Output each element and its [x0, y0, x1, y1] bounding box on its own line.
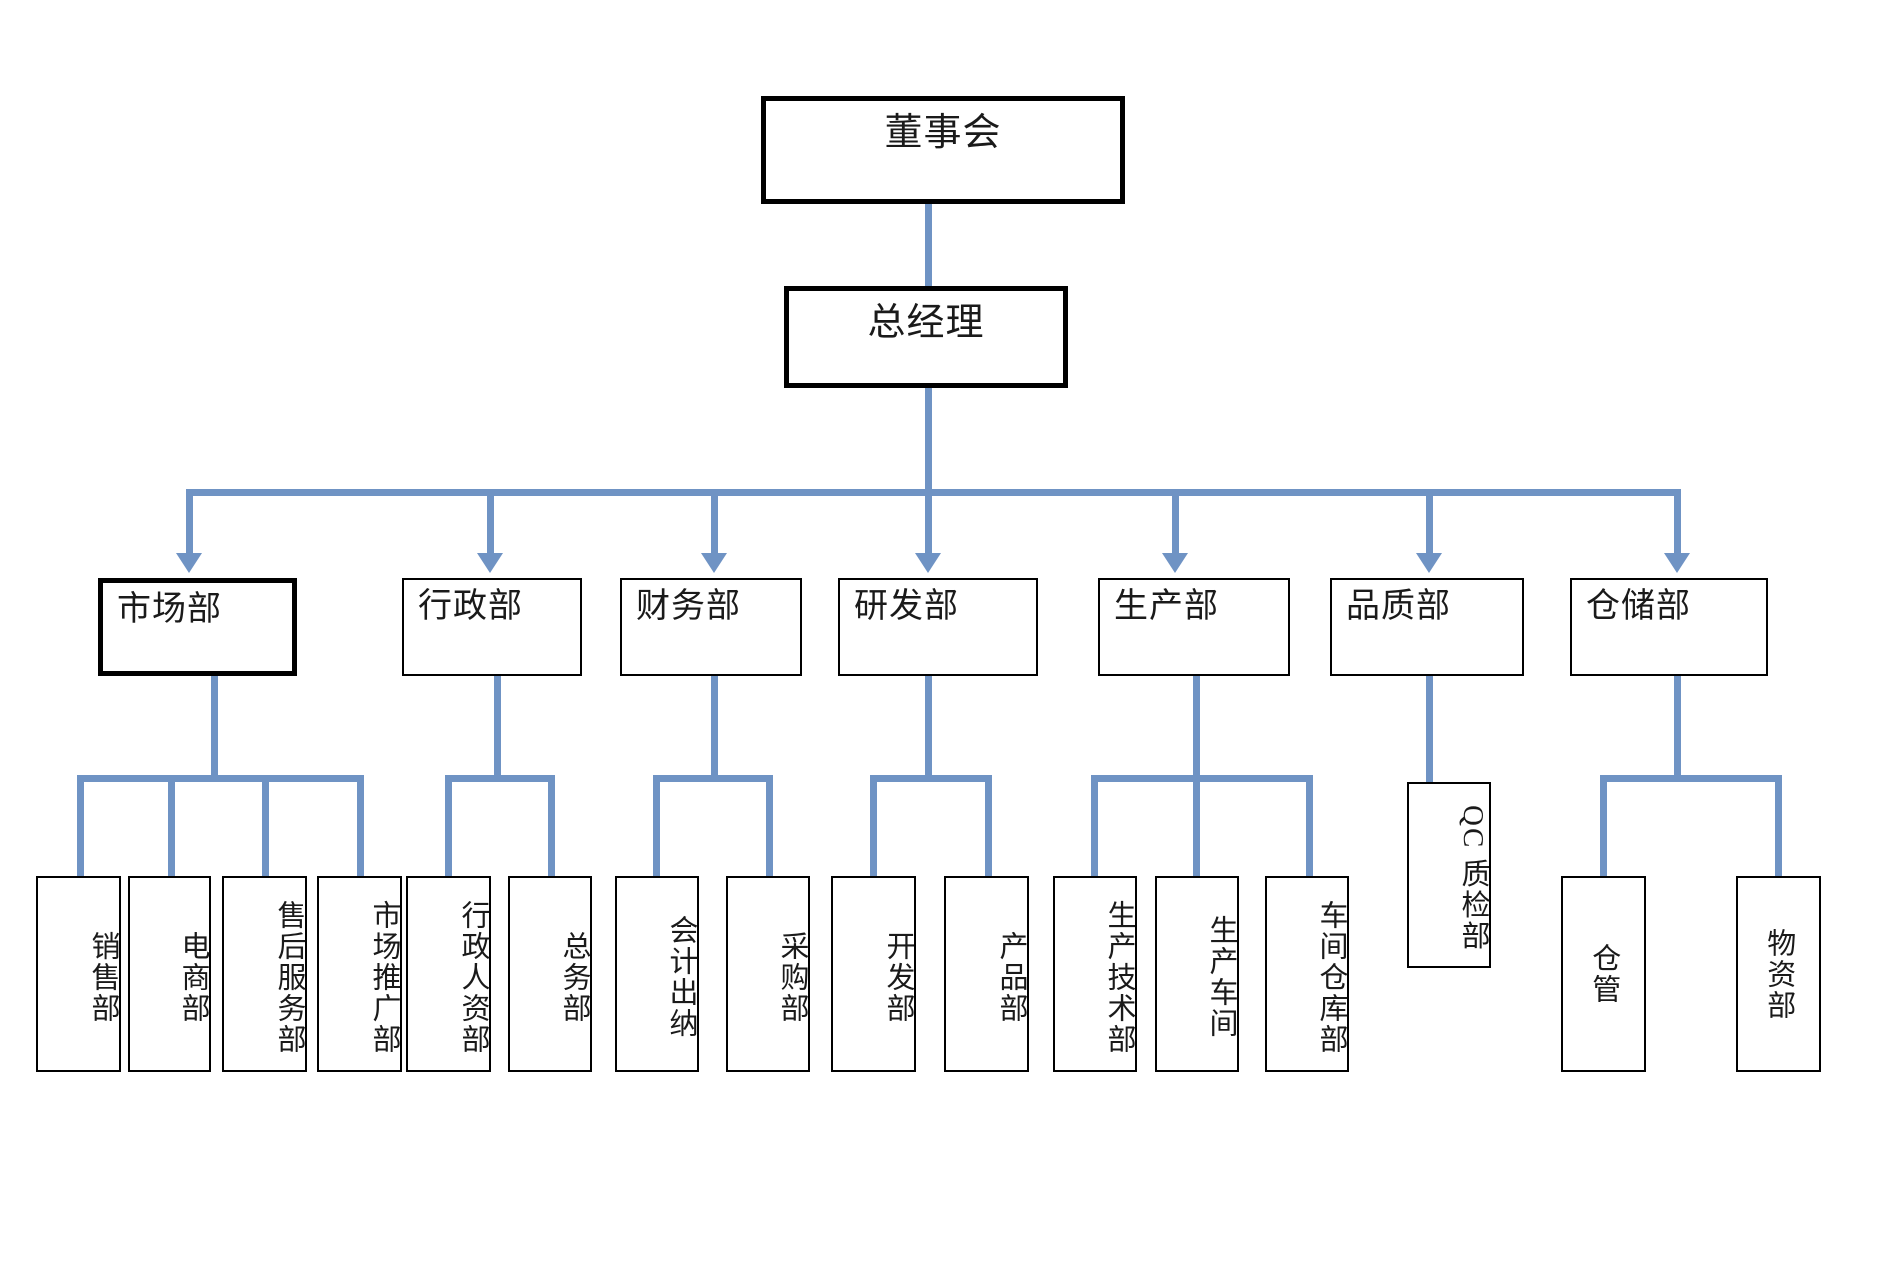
arrow-dept-6 — [1416, 553, 1442, 573]
connector-quality-drop — [1426, 674, 1433, 784]
node-sub-sales[interactable]: 销售部 — [36, 876, 121, 1072]
node-dept-warehouse-label: 仓储部 — [1586, 588, 1691, 625]
node-sub-ecommerce-label: 电商部 — [177, 930, 209, 1024]
node-sub-warehouse-keeper[interactable]: 仓管 — [1561, 876, 1646, 1072]
node-sub-production-workshop-label: 生产车间 — [1205, 915, 1237, 1039]
node-sub-after-sales-label: 售后服务部 — [273, 899, 305, 1055]
connector-finance-child-1 — [653, 775, 660, 878]
arrow-dept-7 — [1664, 553, 1690, 573]
node-sub-accounting-cashier-label: 会计出纳 — [665, 915, 697, 1039]
connector-dept-stem-3 — [711, 489, 718, 555]
node-sub-admin-hr-label: 行政人资部 — [457, 899, 489, 1055]
node-sub-after-sales[interactable]: 售后服务部 — [222, 876, 307, 1072]
connector-warehouse-child-1 — [1600, 775, 1607, 878]
connector-production-drop — [1193, 674, 1200, 781]
connector-marketing-child-2 — [168, 775, 175, 878]
connector-rnd-bus — [870, 775, 992, 782]
connector-dept-stem-5 — [1172, 489, 1179, 555]
node-sub-warehouse-keeper-label: 仓管 — [1587, 943, 1620, 1005]
node-dept-finance[interactable]: 财务部 — [620, 578, 802, 676]
node-dept-production-label: 生产部 — [1114, 588, 1219, 625]
connector-warehouse-child-2 — [1775, 775, 1782, 878]
node-sub-materials-label: 物资部 — [1762, 927, 1795, 1021]
connector-rnd-child-1 — [870, 775, 877, 878]
node-dept-rnd[interactable]: 研发部 — [838, 578, 1038, 676]
node-dept-warehouse[interactable]: 仓储部 — [1570, 578, 1768, 676]
node-sub-accounting-cashier[interactable]: 会计出纳 — [615, 876, 699, 1072]
node-general-manager-label: 总经理 — [867, 302, 985, 344]
connector-marketing-child-3 — [262, 775, 269, 878]
connector-rnd-drop — [925, 674, 932, 781]
node-board-label: 董事会 — [884, 112, 1002, 154]
node-sub-development-label: 开发部 — [882, 930, 914, 1024]
arrow-dept-3 — [701, 553, 727, 573]
arrow-dept-2 — [477, 553, 503, 573]
node-sub-qc-inspection-label: QC 质检部 — [1457, 804, 1489, 952]
node-general-manager[interactable]: 总经理 — [784, 286, 1068, 388]
arrow-dept-1 — [176, 553, 202, 573]
connector-departments-bus — [186, 489, 1681, 496]
node-dept-administration[interactable]: 行政部 — [402, 578, 582, 676]
node-board[interactable]: 董事会 — [761, 96, 1125, 204]
node-sub-development[interactable]: 开发部 — [831, 876, 916, 1072]
node-sub-qc-inspection[interactable]: QC 质检部 — [1407, 782, 1491, 968]
node-sub-market-promotion[interactable]: 市场推广部 — [317, 876, 402, 1072]
node-sub-product-label: 产品部 — [995, 930, 1027, 1024]
node-sub-workshop-warehouse[interactable]: 车间仓库部 — [1265, 876, 1349, 1072]
node-sub-market-promotion-label: 市场推广部 — [368, 899, 400, 1055]
node-sub-general-affairs[interactable]: 总务部 — [508, 876, 592, 1072]
node-sub-product[interactable]: 产品部 — [944, 876, 1029, 1072]
connector-dept-stem-1 — [186, 489, 193, 555]
connector-marketing-drop — [211, 674, 218, 781]
connector-finance-child-2 — [766, 775, 773, 878]
connector-dept-stem-7 — [1674, 489, 1681, 555]
node-dept-production[interactable]: 生产部 — [1098, 578, 1290, 676]
connector-dept-stem-2 — [487, 489, 494, 555]
connector-finance-bus — [653, 775, 773, 782]
node-sub-materials[interactable]: 物资部 — [1736, 876, 1821, 1072]
node-sub-general-affairs-label: 总务部 — [558, 930, 590, 1024]
node-dept-marketing-label: 市场部 — [117, 591, 222, 628]
node-sub-production-workshop[interactable]: 生产车间 — [1155, 876, 1239, 1072]
node-sub-ecommerce[interactable]: 电商部 — [128, 876, 211, 1072]
connector-administration-bus — [445, 775, 555, 782]
connector-production-child-1 — [1091, 775, 1098, 878]
connector-marketing-child-1 — [77, 775, 84, 878]
node-dept-marketing[interactable]: 市场部 — [98, 578, 297, 676]
node-dept-rnd-label: 研发部 — [854, 588, 959, 625]
connector-production-bus — [1091, 775, 1313, 782]
connector-rnd-child-2 — [985, 775, 992, 878]
connector-finance-drop — [711, 674, 718, 781]
connector-gm-drop — [925, 386, 932, 492]
connector-dept-stem-4 — [925, 489, 932, 555]
connector-dept-stem-6 — [1426, 489, 1433, 555]
node-sub-purchasing[interactable]: 采购部 — [726, 876, 810, 1072]
node-dept-administration-label: 行政部 — [418, 588, 523, 625]
connector-marketing-child-4 — [357, 775, 364, 878]
node-dept-quality[interactable]: 品质部 — [1330, 578, 1524, 676]
arrow-dept-4 — [915, 553, 941, 573]
connector-production-child-2 — [1193, 775, 1200, 878]
node-sub-production-tech-label: 生产技术部 — [1103, 899, 1135, 1055]
node-sub-workshop-warehouse-label: 车间仓库部 — [1315, 899, 1347, 1055]
node-dept-quality-label: 品质部 — [1346, 588, 1451, 625]
connector-board-to-gm — [925, 200, 932, 292]
node-sub-admin-hr[interactable]: 行政人资部 — [406, 876, 491, 1072]
node-sub-sales-label: 销售部 — [87, 930, 119, 1024]
node-sub-purchasing-label: 采购部 — [776, 930, 808, 1024]
connector-warehouse-drop — [1674, 674, 1681, 781]
connector-administration-child-1 — [445, 775, 452, 878]
node-dept-finance-label: 财务部 — [636, 588, 741, 625]
connector-administration-child-2 — [548, 775, 555, 878]
connector-warehouse-bus — [1600, 775, 1782, 782]
connector-marketing-bus — [77, 775, 364, 782]
node-sub-production-tech[interactable]: 生产技术部 — [1053, 876, 1137, 1072]
connector-administration-drop — [494, 674, 501, 781]
arrow-dept-5 — [1162, 553, 1188, 573]
connector-production-child-3 — [1306, 775, 1313, 878]
